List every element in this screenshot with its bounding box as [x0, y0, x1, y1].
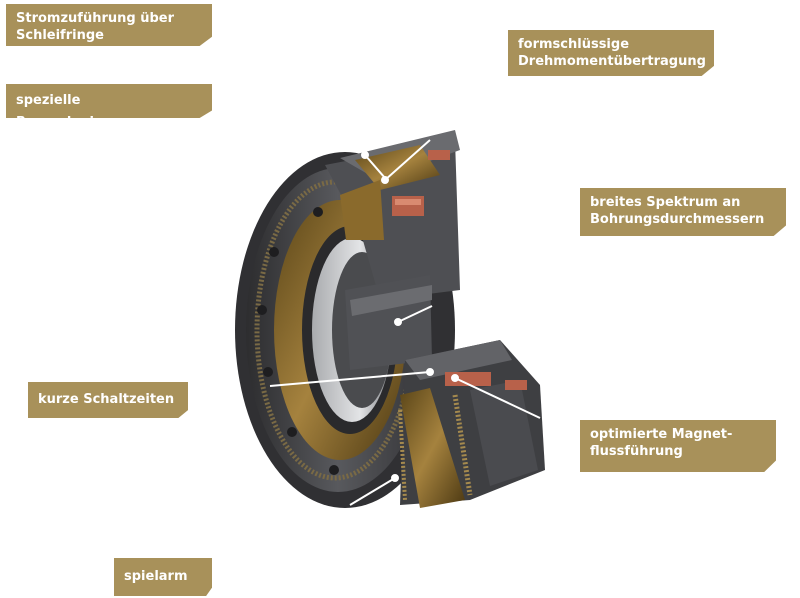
label-spielarm: spielarm	[114, 558, 212, 596]
upper-cutaway	[325, 130, 460, 300]
label-bronzelegierung: spezielle Bronzelegierung	[6, 84, 212, 118]
lower-cutaway	[398, 340, 545, 508]
label-formschluessig: formschlüssige Drehmomentübertragung	[508, 30, 714, 76]
label-magnetfluss: optimierte Magnet- flussführung	[580, 420, 776, 472]
leader-lines	[269, 139, 541, 506]
flange-holes	[257, 207, 339, 475]
label-stromzufuehrung: Stromzuführung über Schleifringe	[6, 4, 212, 46]
label-spektrum: breites Spektrum an Bohrungsdurchmessern	[580, 188, 786, 236]
hub	[345, 275, 432, 370]
label-schaltzeiten: kurze Schaltzeiten	[28, 382, 188, 418]
